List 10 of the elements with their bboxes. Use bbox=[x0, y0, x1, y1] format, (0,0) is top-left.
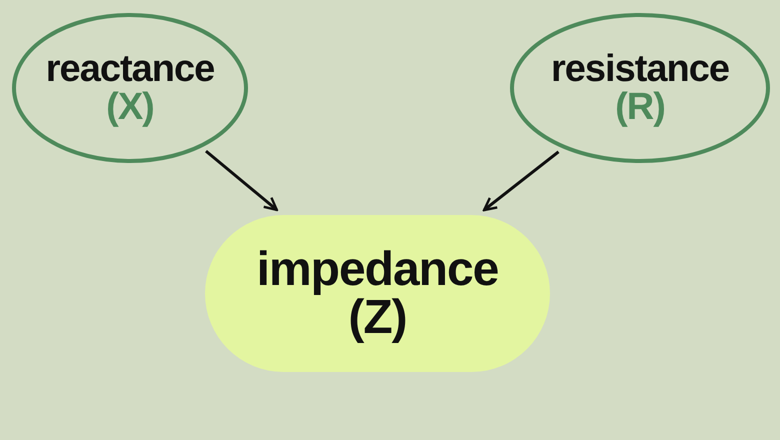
ellipse-node bbox=[12, 13, 248, 163]
arrow bbox=[482, 150, 560, 212]
ellipse-node bbox=[510, 13, 770, 163]
symbol-label: (R) bbox=[615, 88, 665, 126]
node-label: reactance bbox=[46, 50, 214, 88]
arrow bbox=[205, 150, 278, 212]
node-label: impedance bbox=[256, 246, 498, 294]
symbol-label: (Z) bbox=[348, 294, 407, 342]
node-label: resistance bbox=[550, 50, 729, 88]
symbol-label: (X) bbox=[106, 88, 154, 126]
